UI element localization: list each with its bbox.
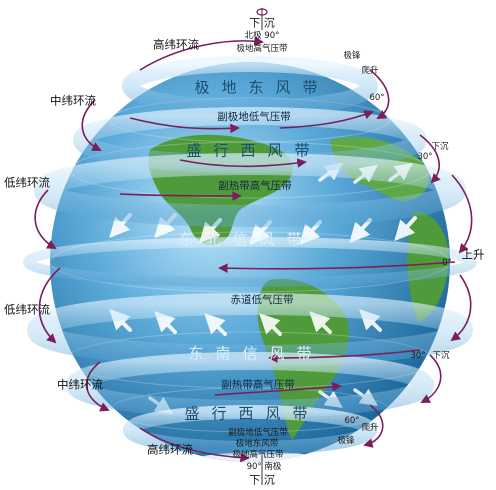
lat30-north-label: 30° xyxy=(417,151,433,162)
subpolar-low-north-label: 副极地低气压带 xyxy=(217,110,291,123)
north-pole-marker xyxy=(256,8,268,30)
ne-trades-label: 东北信风带 xyxy=(178,230,314,249)
se-trades-label: 东南信风带 xyxy=(188,344,324,363)
westerlies-north-label: 盛行西风带 xyxy=(186,141,322,160)
rise-equator-label: 上升 xyxy=(461,247,485,262)
mid-cell-south-label: 中纬环流 xyxy=(57,377,103,392)
rise-north-label: 爬升 xyxy=(361,65,379,76)
high-cell-north-label: 高纬环流 xyxy=(153,37,199,52)
polar-front-south-label: 极锋 xyxy=(337,435,355,446)
high-cell-south-label: 高纬环流 xyxy=(147,442,193,457)
north-pole-label: 北极 90° xyxy=(244,30,280,41)
lat0-label: 0° xyxy=(442,257,452,268)
subtropical-high-south-label: 副热带高气压带 xyxy=(221,378,295,391)
polar-front-north-label: 极锋 xyxy=(343,50,361,61)
equatorial-low-label: 赤道低气压带 xyxy=(230,293,294,306)
lat60-north-label: 60° xyxy=(369,92,385,103)
sink-30s-label: 下沉 xyxy=(432,350,450,361)
africa-landmass xyxy=(407,210,449,322)
lat60-south-label: 60° xyxy=(344,415,360,426)
subpolar-low-south-label: 副极地低气压带 xyxy=(228,427,288,438)
circulation-tubes xyxy=(23,56,477,455)
low-cell-north-label: 低纬环流 xyxy=(4,175,50,190)
south-pole-label: 90° 南极 xyxy=(246,461,282,472)
north-sink-label: 下 沉 xyxy=(249,16,275,30)
low-cell-south-label: 低纬环流 xyxy=(4,302,50,317)
rise-south-label: 爬升 xyxy=(361,422,379,433)
polar-easterlies-south-label: 极地东风带 xyxy=(235,438,279,449)
circulation-arrows xyxy=(34,36,473,463)
sink-30n-label: 下沉 xyxy=(431,141,449,152)
subtropical-high-north-label: 副热带高气压带 xyxy=(218,179,292,192)
polar-high-north-label: 极地高气压带 xyxy=(236,43,288,54)
polar-high-south-label: 极地高气压带 xyxy=(232,449,284,460)
lat30-south-label: 30° xyxy=(410,350,426,361)
westerlies-south-label: 盛行西风带 xyxy=(184,404,320,423)
south-sink-label: 下 沉 xyxy=(249,473,275,487)
polar-easterlies-north-label: 极地东风带 xyxy=(194,78,330,97)
mid-cell-north-label: 中纬环流 xyxy=(50,93,96,108)
